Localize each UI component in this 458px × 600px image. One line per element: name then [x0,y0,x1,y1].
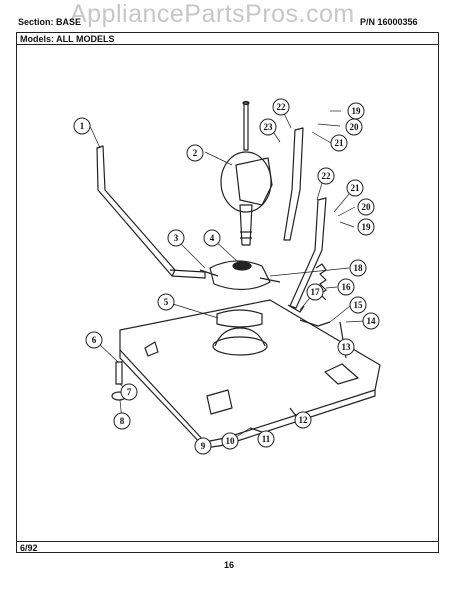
callout-1 [73,117,91,135]
left-support-leg [96,145,176,277]
base-bracket [206,389,233,415]
callout-4-label: 4 [210,233,215,243]
callout-4 [203,229,221,247]
callout-13 [337,338,355,356]
base-corner-bracket [324,363,359,385]
callout-22 [272,98,290,116]
callout-18 [349,259,367,277]
callout-7 [120,383,138,401]
callout-19b [357,218,375,236]
right-support-leg-rear [283,127,304,241]
callout-18-label: 18 [354,263,364,273]
callout-1-label: 1 [80,121,85,131]
callout-16-label: 16 [342,282,352,292]
collar-ring [216,309,263,328]
callout-6-label: 6 [92,335,97,345]
clutch-hub [232,261,252,271]
callout-7-label: 7 [127,387,132,397]
callout-8 [113,412,131,430]
callout-15-label: 15 [354,300,364,310]
callout-10 [221,432,239,450]
callout-21-label: 21 [335,138,345,148]
callout-19-label: 19 [352,106,362,116]
callout-6 [85,331,103,349]
callout-22b-label: 22 [322,171,332,181]
base-center-hole [212,336,268,356]
page-number: 16 [224,560,235,570]
part-number-label: P/N 16000356 [360,17,418,27]
callout-21b [346,179,364,197]
revision-date: 6/92 [20,543,38,553]
watermark-text: AppliancePartsPros.com [70,0,355,28]
callout-23 [259,118,277,136]
diagram-frame [16,32,439,553]
callout-2 [186,144,204,162]
callout-13-label: 13 [342,342,352,352]
right-support-leg-front [289,197,327,309]
callout-2-label: 2 [193,148,198,158]
base-plate-outline [119,299,381,443]
callout-9 [194,437,212,455]
callout-14-label: 14 [367,316,377,326]
callout-22b [317,167,335,185]
header-divider [16,44,439,45]
leveling-foot-bolt [115,361,123,385]
callout-14 [362,312,380,330]
models-label: Models: ALL MODELS [20,34,115,44]
callout-15 [349,296,367,314]
callout-20-label: 20 [350,122,360,132]
callout-11 [257,430,275,448]
section-label: Section: BASE [18,17,82,27]
drive-shaft-bottom [239,204,253,246]
callout-21b-label: 21 [351,183,361,193]
callout-17 [306,283,324,301]
callout-23-label: 23 [264,122,274,132]
callout-5 [157,293,175,311]
callout-10-label: 10 [226,436,236,446]
callout-5-label: 5 [164,297,169,307]
callout-3 [167,229,185,247]
callout-11-label: 11 [262,434,271,444]
callout-17-label: 17 [311,287,321,297]
callout-19b-label: 19 [362,222,372,232]
callout-20b [357,198,375,216]
callout-12 [294,411,312,429]
callout-20 [345,118,363,136]
callout-16 [337,278,355,296]
callout-12-label: 12 [299,415,309,425]
callout-3-label: 3 [174,233,179,243]
pulley-assembly [209,260,271,291]
base-plate-edge [119,350,376,449]
base-center-dome [214,327,266,347]
drive-shaft-top [243,102,249,151]
callout-20b-label: 20 [362,202,372,212]
callout-8-label: 8 [120,416,125,426]
callout-22-label: 22 [277,102,287,112]
callout-21 [330,134,348,152]
footer-divider [16,541,439,542]
callout-9-label: 9 [201,441,206,451]
